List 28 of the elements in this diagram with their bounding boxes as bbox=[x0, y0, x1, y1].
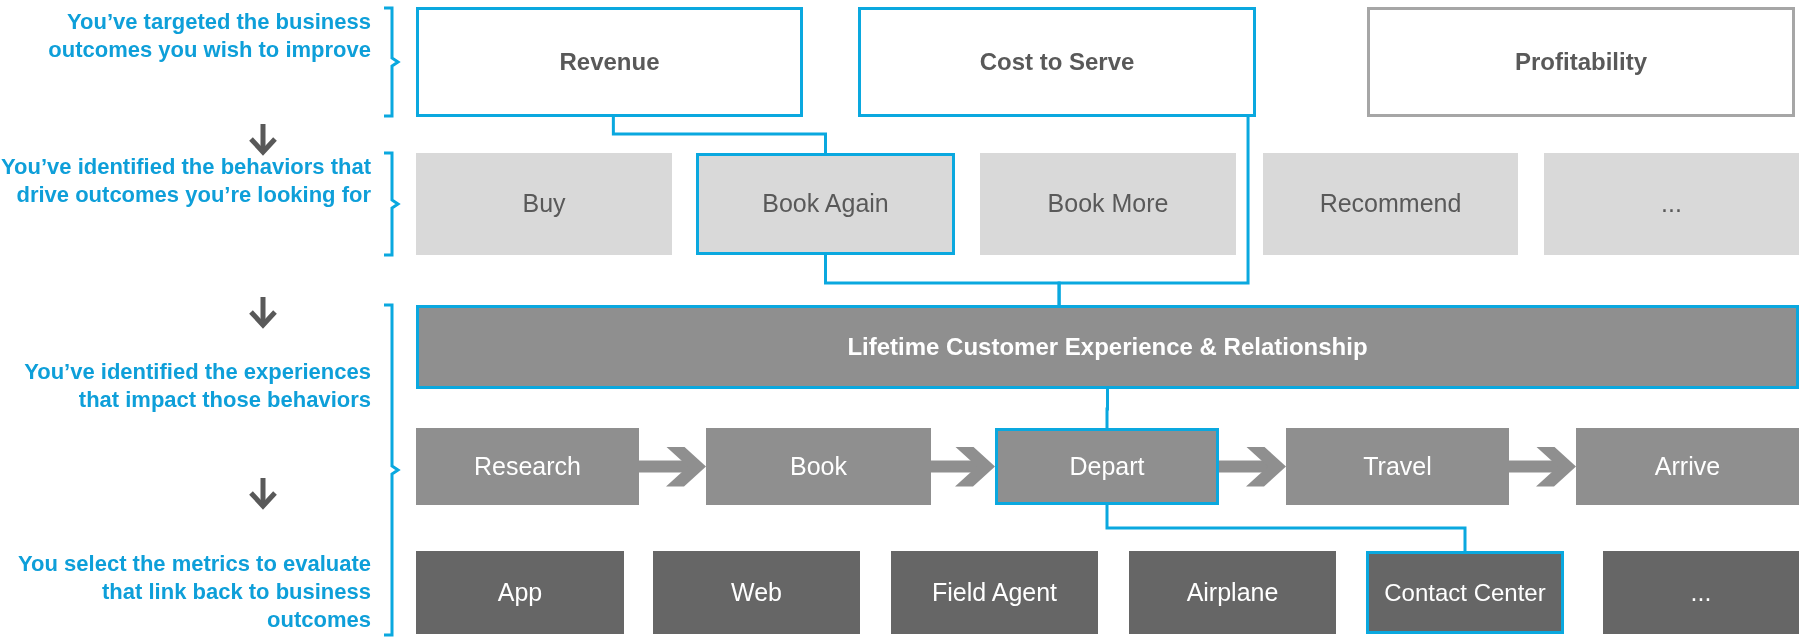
behavior-box: Book More bbox=[980, 153, 1236, 255]
journey-stage-box: Depart bbox=[995, 428, 1219, 505]
channel-box: ... bbox=[1603, 551, 1799, 634]
behavior-box: ... bbox=[1544, 153, 1799, 255]
connector-line bbox=[1105, 389, 1109, 428]
journey-stage-box: Travel bbox=[1286, 428, 1509, 505]
outcome-box: Profitability bbox=[1367, 7, 1795, 117]
channel-box: Field Agent bbox=[891, 551, 1098, 634]
channel-box: App bbox=[416, 551, 624, 634]
connector-line bbox=[1057, 117, 1250, 305]
step-description: You’ve identified the behaviors that drive outcomes you’re looking for bbox=[0, 153, 371, 209]
connector-line bbox=[611, 117, 827, 153]
behavior-box: Buy bbox=[416, 153, 672, 255]
journey-stage-box: Book bbox=[706, 428, 931, 505]
channel-box: Web bbox=[653, 551, 860, 634]
outcome-box: Revenue bbox=[416, 7, 803, 117]
channel-box: Contact Center bbox=[1366, 551, 1564, 634]
behavior-box: Book Again bbox=[696, 153, 955, 255]
outcome-box: Cost to Serve bbox=[858, 7, 1256, 117]
step-description: You’ve identified the experiences that impact those behaviors bbox=[23, 358, 371, 414]
journey-stage-box: Research bbox=[416, 428, 639, 505]
channel-box: Airplane bbox=[1129, 551, 1336, 634]
experience-band: Lifetime Customer Experience & Relationship bbox=[416, 305, 1799, 389]
step-description: You’ve targeted the business outcomes you wish to improve bbox=[47, 8, 371, 64]
step-description: You select the metrics to evaluate that link back to business outcomes bbox=[17, 550, 371, 634]
behavior-box: Recommend bbox=[1263, 153, 1518, 255]
connector-line bbox=[1105, 505, 1467, 551]
journey-stage-box: Arrive bbox=[1576, 428, 1799, 505]
